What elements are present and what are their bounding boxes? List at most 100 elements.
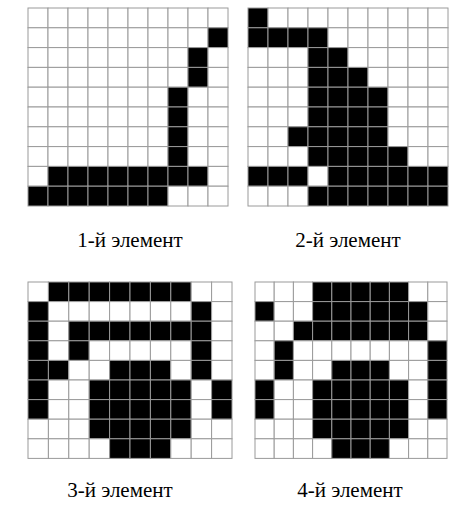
pixel-cell bbox=[293, 400, 312, 420]
pixel-cell bbox=[351, 302, 370, 322]
pixel-cell bbox=[208, 67, 228, 87]
pixel-cell bbox=[348, 107, 368, 127]
pixel-cell bbox=[288, 127, 308, 147]
pixel-cell bbox=[409, 419, 428, 439]
pixel-cell bbox=[268, 48, 288, 68]
pixel-cell bbox=[171, 400, 191, 420]
pixel-cell bbox=[308, 28, 328, 48]
pixel-cell bbox=[208, 8, 228, 28]
pixel-cell bbox=[370, 419, 389, 439]
pixel-grid bbox=[28, 8, 228, 206]
pixel-cell bbox=[348, 87, 368, 107]
pixel-cell bbox=[130, 439, 150, 459]
pixel-cell bbox=[128, 147, 148, 167]
pixel-cell bbox=[370, 439, 389, 459]
pixel-cell bbox=[69, 321, 89, 341]
pixel-cell bbox=[332, 360, 351, 380]
pixel-cell bbox=[150, 380, 170, 400]
pixel-cell bbox=[188, 147, 208, 167]
pixel-cell bbox=[128, 67, 148, 87]
pixel-cell bbox=[428, 8, 448, 28]
pixel-cell bbox=[388, 147, 408, 167]
pixel-cell bbox=[89, 400, 109, 420]
pixel-cell bbox=[428, 166, 448, 186]
pixel-cell bbox=[168, 147, 188, 167]
pixel-cell bbox=[332, 380, 351, 400]
pixel-cell bbox=[428, 439, 447, 459]
pixel-cell bbox=[128, 28, 148, 48]
pixel-cell bbox=[389, 282, 408, 302]
pixel-cell bbox=[28, 147, 48, 167]
pixel-cell bbox=[348, 67, 368, 87]
pixel-cell bbox=[288, 186, 308, 206]
pixel-cell bbox=[328, 28, 348, 48]
pixel-cell bbox=[208, 28, 228, 48]
pixel-cell bbox=[68, 107, 88, 127]
pixel-cell bbox=[89, 321, 109, 341]
pixel-cell bbox=[248, 186, 268, 206]
pixel-cell bbox=[68, 67, 88, 87]
pixel-cell bbox=[148, 67, 168, 87]
pixel-cell bbox=[388, 8, 408, 28]
pixel-cell bbox=[28, 341, 48, 361]
pixel-cell bbox=[110, 302, 130, 322]
pixel-cell bbox=[28, 48, 48, 68]
pixel-cell bbox=[428, 87, 448, 107]
pixel-grid bbox=[28, 282, 232, 458]
pixel-cell bbox=[48, 439, 68, 459]
pixel-cell bbox=[28, 107, 48, 127]
pixel-cell bbox=[28, 302, 48, 322]
pixel-cell bbox=[368, 28, 388, 48]
pixel-cell bbox=[368, 127, 388, 147]
pixel-cell bbox=[88, 166, 108, 186]
pixel-cell bbox=[248, 28, 268, 48]
pixel-cell bbox=[69, 419, 89, 439]
pixel-cell bbox=[409, 400, 428, 420]
pixel-cell bbox=[348, 147, 368, 167]
pixel-cell bbox=[48, 282, 68, 302]
pixel-cell bbox=[274, 341, 293, 361]
pixel-cell bbox=[332, 341, 351, 361]
pixel-cell bbox=[409, 282, 428, 302]
pixel-cell bbox=[89, 380, 109, 400]
pixel-cell bbox=[191, 302, 211, 322]
pixel-cell bbox=[108, 186, 128, 206]
pixel-cell bbox=[110, 321, 130, 341]
pixel-cell bbox=[313, 302, 332, 322]
pixel-cell bbox=[268, 67, 288, 87]
pixel-cell bbox=[351, 419, 370, 439]
pixel-cell bbox=[313, 419, 332, 439]
pixel-cell bbox=[428, 302, 447, 322]
pixel-cell bbox=[28, 67, 48, 87]
pixel-cell bbox=[351, 380, 370, 400]
pixel-cell bbox=[255, 302, 274, 322]
pixel-cell bbox=[89, 282, 109, 302]
pixel-cell bbox=[389, 380, 408, 400]
pixel-cell bbox=[208, 107, 228, 127]
pixel-cell bbox=[274, 360, 293, 380]
pixel-cell bbox=[308, 127, 328, 147]
pixel-cell bbox=[328, 186, 348, 206]
pixel-cell bbox=[28, 282, 48, 302]
pixel-cell bbox=[88, 48, 108, 68]
pixel-cell bbox=[88, 87, 108, 107]
pixel-cell bbox=[308, 107, 328, 127]
pixel-cell bbox=[28, 166, 48, 186]
pixel-cell bbox=[408, 67, 428, 87]
pixel-cell bbox=[108, 166, 128, 186]
pixel-cell bbox=[370, 380, 389, 400]
pixel-cell bbox=[69, 400, 89, 420]
pixel-cell bbox=[68, 166, 88, 186]
pixel-cell bbox=[268, 87, 288, 107]
pixel-cell bbox=[288, 67, 308, 87]
pixel-cell bbox=[168, 87, 188, 107]
pixel-cell bbox=[48, 302, 68, 322]
pixel-cell bbox=[274, 419, 293, 439]
pixel-cell bbox=[148, 186, 168, 206]
pixel-cell bbox=[150, 439, 170, 459]
pixel-cell bbox=[108, 107, 128, 127]
pixel-cell bbox=[332, 400, 351, 420]
pixel-cell bbox=[188, 87, 208, 107]
pixel-cell bbox=[351, 321, 370, 341]
